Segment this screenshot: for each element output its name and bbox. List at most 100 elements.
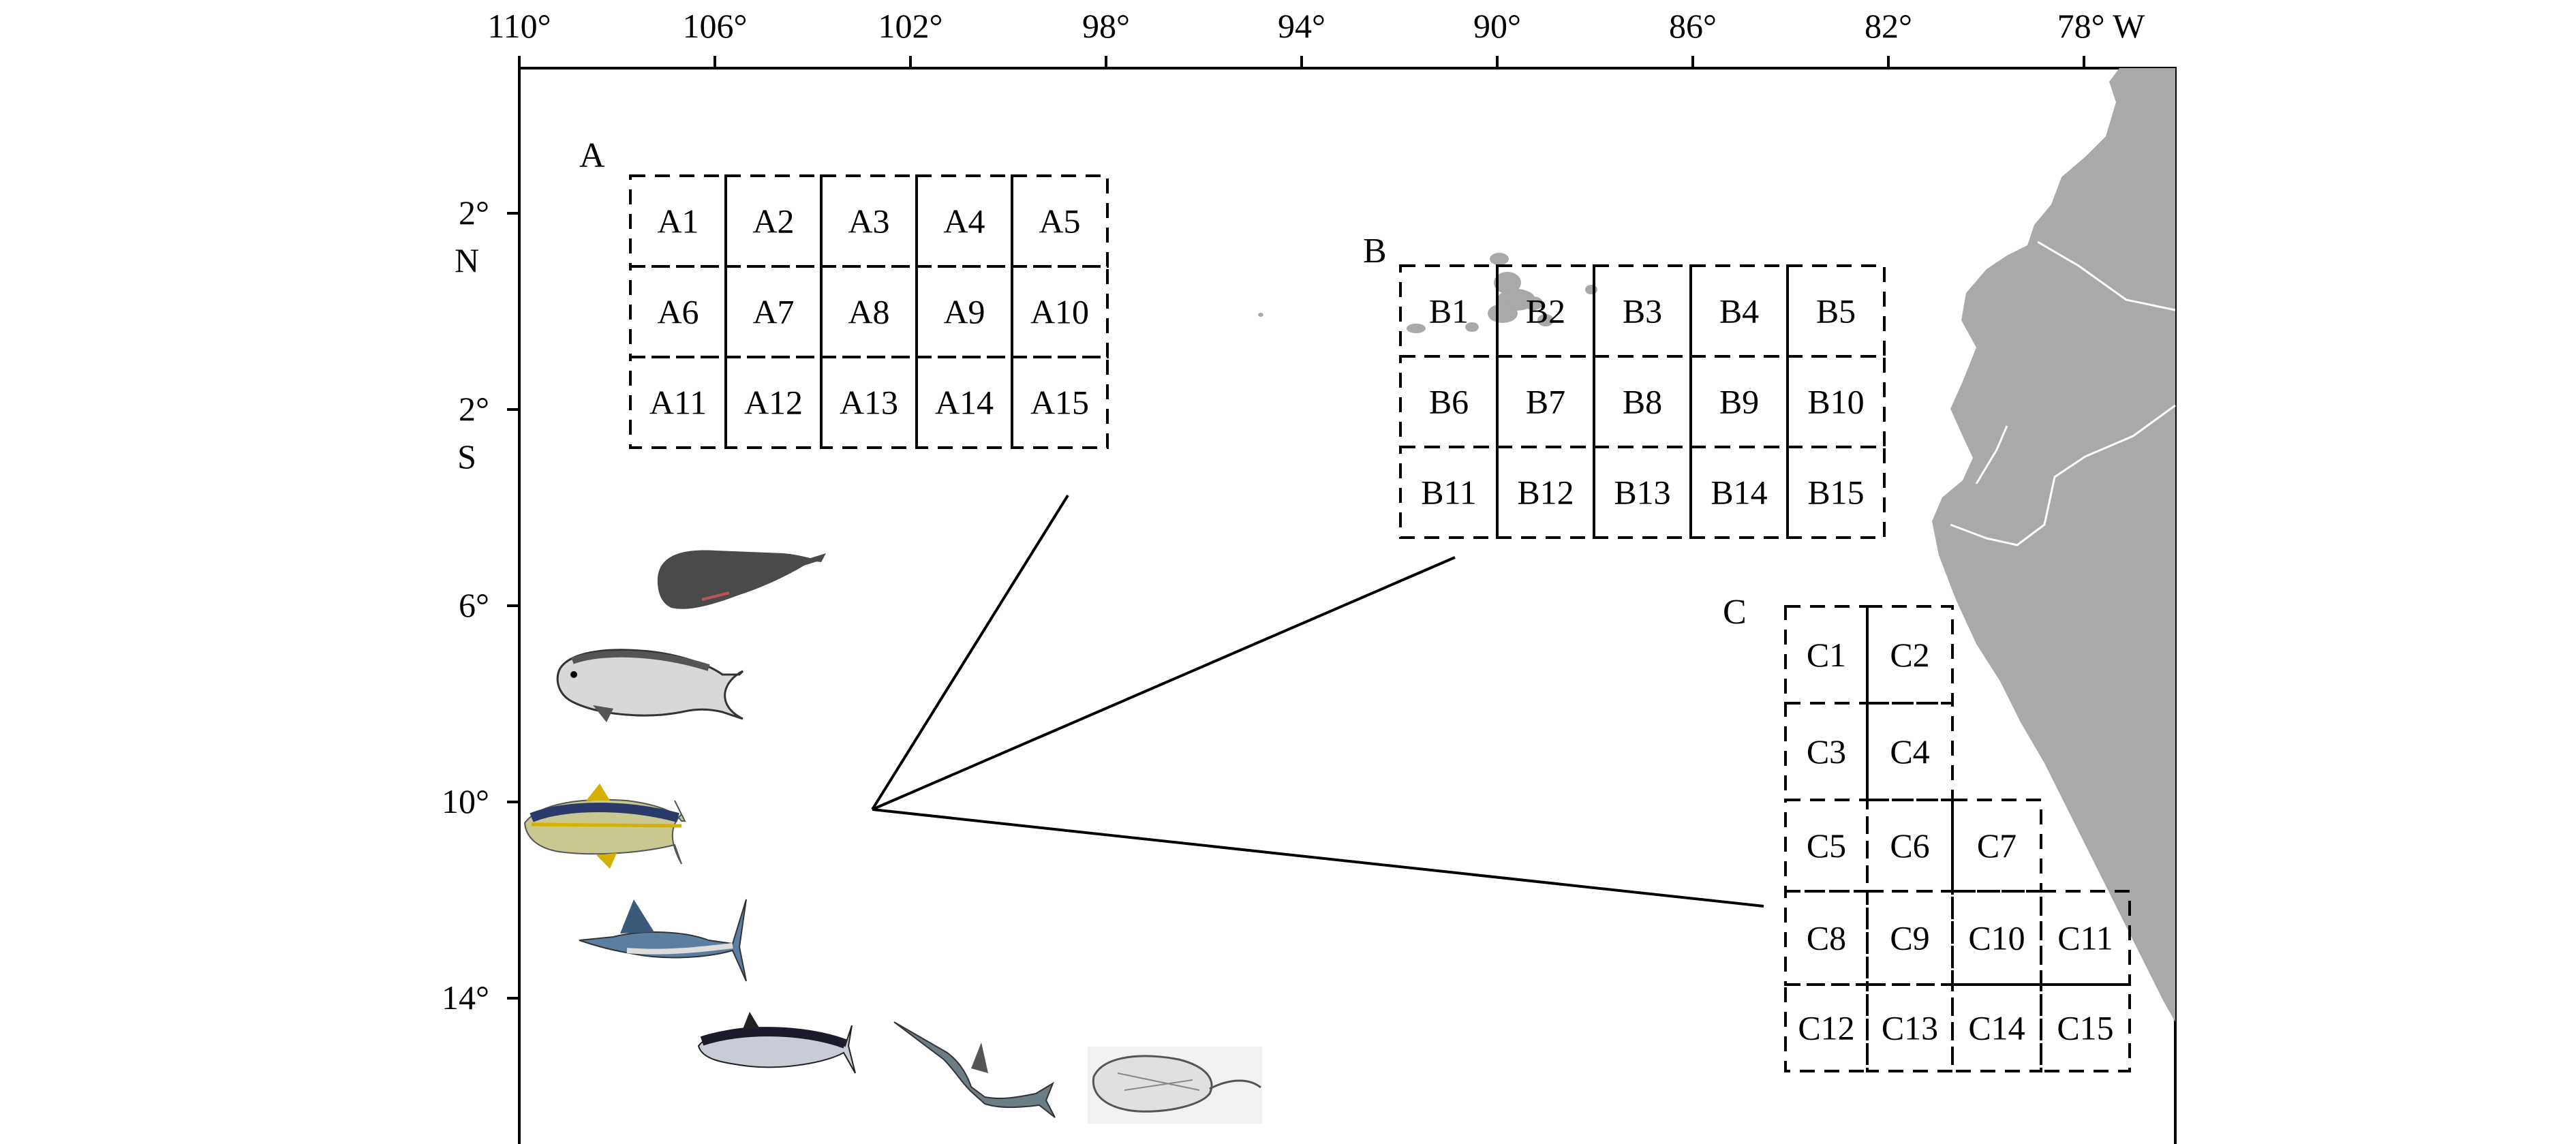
region-label: C xyxy=(1723,593,1747,632)
grid-cell xyxy=(820,356,918,449)
blue-marlin-icon xyxy=(579,899,747,982)
grid-cell xyxy=(915,174,1013,268)
swordfish-icon xyxy=(893,1021,1056,1118)
grid-cell xyxy=(1689,264,1789,358)
stingray-icon xyxy=(1088,1047,1262,1124)
connector-to-region-b xyxy=(872,556,1456,811)
grid-cell-label: A3 xyxy=(848,202,889,241)
grid-cell xyxy=(1011,265,1109,358)
grid-cell-label: A14 xyxy=(935,384,994,422)
grid-cell-label: B14 xyxy=(1711,474,1767,512)
latitude-axis: 2°N2°S6°10°14° xyxy=(442,194,519,1017)
grid-cell-label: C13 xyxy=(1882,1009,1938,1047)
grid-cell-label: C2 xyxy=(1890,636,1929,674)
grid-cell-label: C5 xyxy=(1807,826,1846,865)
latitude-tick-label: 2° xyxy=(459,194,489,232)
grid-cell-label: C15 xyxy=(2057,1009,2113,1047)
grid-cell xyxy=(1399,355,1499,448)
longitude-tick-label: 90° xyxy=(1473,7,1521,45)
grid-cell-label: B6 xyxy=(1429,383,1469,421)
grid-cell xyxy=(915,356,1013,449)
galapagos-islands xyxy=(1258,253,1597,333)
grid-cell-label: B9 xyxy=(1719,383,1759,421)
dolphinfish-icon xyxy=(556,649,744,722)
grid-cell xyxy=(1011,356,1109,449)
grid-cell xyxy=(1866,799,1954,893)
land-mass xyxy=(1932,68,2175,1022)
longitude-tick-label: 102° xyxy=(878,7,943,45)
grid-cell-label: B4 xyxy=(1719,292,1759,330)
longitude-tick-label: 82° xyxy=(1865,7,1912,45)
border-line-north xyxy=(2037,241,2176,311)
grid-cell-label: B13 xyxy=(1614,474,1670,512)
grid-cell-label: B15 xyxy=(1807,474,1864,512)
species-illustrations xyxy=(523,550,1262,1124)
grid-cell xyxy=(1593,264,1692,358)
grid-cell-label: C9 xyxy=(1890,919,1929,957)
latitude-tick-label: 14° xyxy=(442,978,489,1017)
grid-cell xyxy=(2040,983,2131,1072)
border-river xyxy=(1975,425,2008,484)
grid-cell xyxy=(1786,264,1886,358)
grid-cell-label: C3 xyxy=(1807,732,1846,771)
grid-cell xyxy=(1784,605,1869,705)
grid-cell-label: B10 xyxy=(1807,383,1864,421)
longitude-tick-label: 94° xyxy=(1278,7,1325,45)
grid-cell-label: B7 xyxy=(1526,383,1565,421)
yellowfin-tuna-icon xyxy=(523,784,686,869)
grid-cell xyxy=(1786,446,1886,539)
grid-cell xyxy=(629,174,727,268)
grid-cell xyxy=(1593,446,1692,539)
hemisphere-label: N xyxy=(455,241,479,279)
grid-cell-label: A6 xyxy=(657,293,699,331)
grid-cell xyxy=(724,265,823,358)
grid-cell xyxy=(1866,890,1954,986)
grid-cell-label: A12 xyxy=(744,384,803,422)
grid-cell-label: B1 xyxy=(1429,292,1469,330)
grid-cell-label: C4 xyxy=(1890,732,1929,771)
grid-cell xyxy=(915,265,1013,358)
grid-cell xyxy=(1399,446,1499,539)
grid-cell xyxy=(724,174,823,268)
grid-cell xyxy=(1866,605,1954,705)
grid-cell xyxy=(1496,355,1595,448)
grid-cell-label: A15 xyxy=(1030,384,1089,422)
grid-cell xyxy=(1496,446,1595,539)
grid-cell xyxy=(2040,890,2131,986)
grid-cell-label: A9 xyxy=(943,293,985,331)
grid-cell-label: C8 xyxy=(1807,919,1846,957)
grid-cell xyxy=(1689,355,1789,448)
longitude-axis: 110°106°102°98°94°90°86°82°78° W xyxy=(487,7,2145,68)
grid-cell-label: C1 xyxy=(1807,636,1846,674)
grid-cell-label: A2 xyxy=(752,202,794,241)
grid-cell-label: B2 xyxy=(1526,292,1565,330)
longitude-tick-label: 86° xyxy=(1669,7,1717,45)
grid-cell xyxy=(1786,355,1886,448)
grid-cell-label: C10 xyxy=(1968,919,2025,957)
grid-cell-label: C7 xyxy=(1977,826,2017,865)
latitude-tick-label: 10° xyxy=(442,782,489,820)
grid-cell-label: B12 xyxy=(1517,474,1574,512)
longitude-tick-label: 98° xyxy=(1082,7,1130,45)
grid-cell-label: B11 xyxy=(1421,474,1477,512)
connector-to-region-a xyxy=(871,494,1069,811)
region-label: B xyxy=(1363,232,1387,270)
grid-cell-label: A10 xyxy=(1030,293,1089,331)
grid-cell xyxy=(1011,174,1109,268)
longitude-tick-label: 106° xyxy=(683,7,748,45)
grid-cell xyxy=(629,356,727,449)
grid-cell-label: B3 xyxy=(1623,292,1662,330)
grid-cell xyxy=(820,265,918,358)
region-label: A xyxy=(579,136,605,175)
grid-cell xyxy=(1951,799,2042,893)
grid-cell-label: C6 xyxy=(1890,826,1929,865)
grid-cell-label: A13 xyxy=(840,384,898,422)
grid-cell xyxy=(1951,890,2042,986)
longitude-tick-label: 78° W xyxy=(2057,7,2146,45)
grid-cell xyxy=(1689,446,1789,539)
grid-cell-label: A8 xyxy=(848,293,889,331)
grid-cell xyxy=(1866,702,1954,801)
